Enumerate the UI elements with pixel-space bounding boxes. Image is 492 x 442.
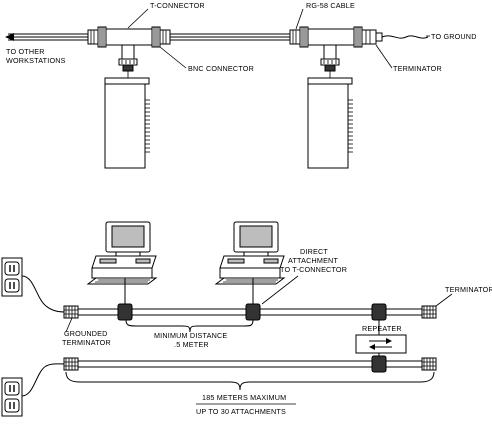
leader-bnc: [159, 46, 187, 69]
leader-t-connector: [127, 8, 149, 29]
label-to-other-1: TO OTHER: [6, 47, 45, 56]
segment-lower: [63, 355, 437, 373]
label-to-other-2: WORKSTATIONS: [6, 56, 66, 65]
label-max-2: UP TO 30 ATTACHMENTS: [196, 407, 286, 416]
label-rg58-cable: RG-58 CABLE: [306, 1, 355, 10]
segment-upper: [63, 303, 437, 321]
label-max-1: 185 METERS MAXIMUM: [202, 393, 286, 402]
bnc-plug-middle-left: [151, 26, 171, 48]
t-connector-repeater-upper: [371, 303, 387, 321]
label-grounded-1: GROUNDED: [64, 329, 108, 338]
ground-wire: [381, 35, 429, 39]
max-length-brace: [65, 371, 435, 391]
bnc-plug-middle-right: [289, 26, 309, 48]
ground-wire-upper: [21, 275, 65, 313]
label-grounded-2: TERMINATOR: [62, 338, 111, 347]
label-direct-1: DIRECT: [300, 247, 328, 256]
label-terminator-right: TERMINATOR: [445, 285, 492, 294]
workstation-right: [214, 221, 286, 308]
label-to-ground: TO GROUND: [431, 32, 477, 41]
network-card-left: [104, 77, 150, 169]
t-connector-ws-right: [245, 303, 261, 321]
leader-terminator-top: [375, 44, 393, 69]
label-min-dist-2: .5 METER: [174, 340, 209, 349]
label-terminator-top: TERMINATOR: [393, 64, 442, 73]
leader-direct-attachment: [261, 275, 299, 305]
leader-grounded-terminator: [65, 317, 73, 333]
label-direct-2: ATTACHMENT: [288, 256, 338, 265]
t-connector-repeater-lower: [371, 355, 387, 373]
arrow-left-icon: [5, 33, 14, 41]
wall-outlet-upper: [1, 257, 23, 297]
terminator-lower-right: [421, 357, 437, 371]
t-connector-ws-left: [117, 303, 133, 321]
network-card-right: [307, 77, 353, 169]
t-connector-left: [105, 28, 153, 78]
t-connector-right: [307, 28, 355, 78]
label-repeater: REPEATER: [362, 324, 402, 333]
label-t-connector: T-CONNECTOR: [150, 1, 205, 10]
label-direct-3: TO T-CONNECTOR: [280, 265, 347, 274]
ground-wire-lower: [21, 363, 65, 397]
label-bnc-connector: BNC CONNECTOR: [188, 64, 254, 73]
bnc-plug-left: [87, 26, 107, 48]
grounded-terminator: [63, 305, 79, 319]
terminator-right: [421, 305, 437, 319]
wall-outlet-lower: [1, 377, 23, 417]
min-distance-brace: [125, 319, 254, 333]
leader-rg58: [295, 8, 304, 30]
label-min-dist-1: MINIMUM DISTANCE: [154, 331, 227, 340]
workstation-left: [86, 221, 158, 308]
repeater-box: [355, 334, 407, 354]
leader-terminator-right: [435, 293, 453, 307]
grounded-terminator-lower: [63, 357, 79, 371]
terminator-top: [353, 26, 383, 48]
top-cable-assembly: [5, 8, 430, 169]
